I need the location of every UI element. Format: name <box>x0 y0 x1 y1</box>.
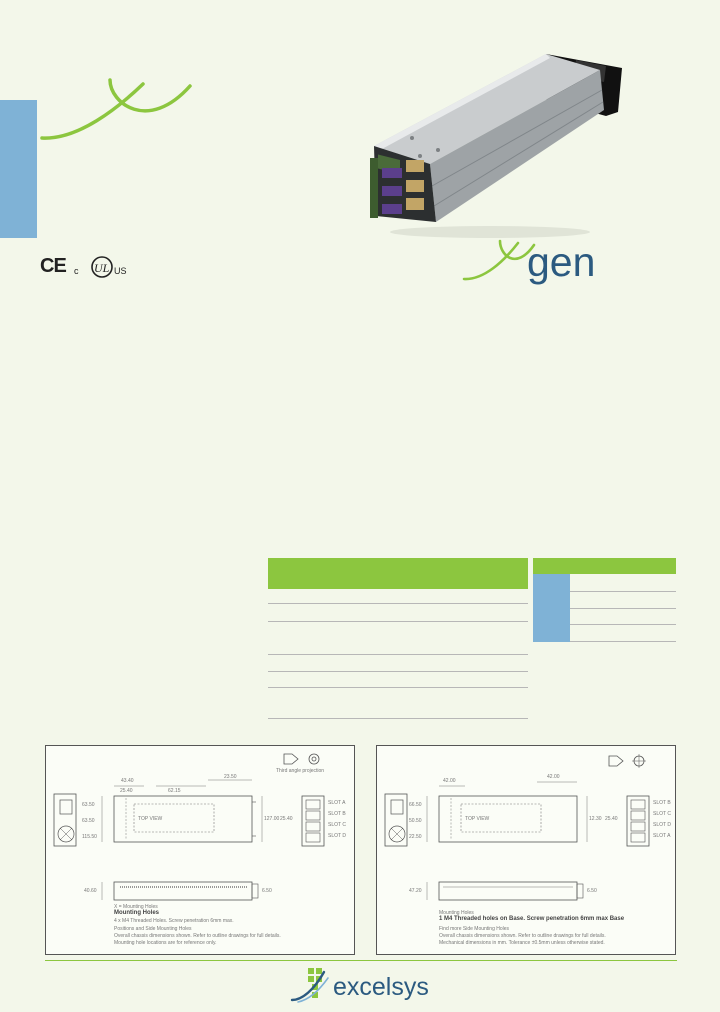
xgen-wordmark: gen <box>527 239 596 285</box>
projection-caption: Third angle projection <box>276 768 325 774</box>
drawing-note: Overall chassis dimensions shown. Refer … <box>439 933 606 939</box>
dimension-label: 62.15 <box>168 788 181 794</box>
drawing-note: X = Mounting Holes <box>114 904 158 910</box>
drawing-note: 4 x M4 Threaded Holes. Screw penetration… <box>114 918 234 924</box>
top-view-label: TOP VIEW <box>465 816 490 822</box>
table-row <box>268 672 528 688</box>
footer-divider <box>45 960 677 961</box>
excelsys-logo-mark <box>290 968 329 1003</box>
mechanical-drawing-left: Third angle projection TOP VIEW 43.40 62… <box>45 745 355 955</box>
dimension-label: 47.20 <box>409 888 422 894</box>
certification-marks: CE c UL US <box>40 255 140 281</box>
table-row <box>570 624 676 625</box>
mechanical-drawing-right: TOP VIEW 42.00 42.00 66.50 50.50 22.50 1… <box>376 745 676 955</box>
drawing-note-title: 1 M4 Threaded holes on Base. Screw penet… <box>439 916 625 922</box>
slot-label: SLOT A <box>328 800 346 806</box>
dimension-label: 50.50 <box>409 818 422 824</box>
x-swoosh-logo <box>40 78 192 140</box>
drawing-note: Mechanical dimensions in mm. Tolerance ±… <box>439 940 605 946</box>
drawing-note-title: Mounting Holes <box>114 910 159 916</box>
spec-table-right-header <box>533 558 676 574</box>
slot-label: SLOT B <box>653 800 671 806</box>
dimension-label: 22.50 <box>409 834 422 840</box>
table-row <box>268 622 528 655</box>
svg-text:UL: UL <box>94 261 110 275</box>
side-tab <box>0 100 37 238</box>
slot-label: SLOT C <box>328 822 346 828</box>
dimension-label: 25.40 <box>280 816 293 822</box>
ul-icon: UL <box>91 256 113 278</box>
drawing-note: Overall chassis dimensions shown. Refer … <box>114 933 281 939</box>
table-row <box>570 641 676 642</box>
dimension-label: 23.50 <box>224 774 237 780</box>
slot-label: SLOT C <box>653 811 671 817</box>
table-row <box>268 688 528 719</box>
xgen-logo-swoosh <box>462 239 536 281</box>
dimension-label: 63.50 <box>82 818 95 824</box>
dimension-label: 25.40 <box>120 788 133 794</box>
dimension-label: 63.50 <box>82 802 95 808</box>
drawing-note: Positions and Side Mounting Holes <box>114 926 192 932</box>
dimension-label: 25.40 <box>605 816 618 822</box>
table-row <box>268 604 528 622</box>
power-supply-product-image <box>370 54 622 238</box>
slot-label: SLOT D <box>328 833 346 839</box>
table-row <box>570 608 676 609</box>
ul-suffix: US <box>114 266 127 276</box>
spec-table-left <box>268 558 528 719</box>
drawing-left-lines <box>53 753 325 901</box>
drawing-right-lines <box>384 754 650 901</box>
drawing-note: Mounting Holes <box>439 910 474 916</box>
dimension-label: 42.00 <box>443 778 456 784</box>
dimension-label: 66.50 <box>409 802 422 808</box>
excelsys-wordmark: excelsys <box>333 973 429 1001</box>
dimension-label: 6.50 <box>262 888 272 894</box>
table-row <box>268 589 528 604</box>
slot-label: SLOT A <box>653 833 671 839</box>
dimension-label: 43.40 <box>121 778 134 784</box>
table-row <box>268 655 528 672</box>
dimension-label: 12.30 <box>589 816 602 822</box>
spec-table-right <box>533 558 676 642</box>
dimension-label: 115.50 <box>82 834 97 840</box>
slot-label: SLOT D <box>653 822 671 828</box>
drawing-note: Find more Side Mounting Holes <box>439 926 510 932</box>
dimension-label: 42.00 <box>547 774 560 780</box>
table-row <box>570 591 676 592</box>
ce-mark: CE <box>40 255 67 277</box>
ul-prefix: c <box>74 266 79 276</box>
dimension-label: 127.00 <box>264 816 280 822</box>
dimension-label: 6.50 <box>587 888 597 894</box>
drawing-note: Mounting hole locations are for referenc… <box>114 940 217 946</box>
spec-table-left-header <box>268 558 528 589</box>
spec-table-right-label-column <box>533 574 570 642</box>
top-view-label: TOP VIEW <box>138 816 163 822</box>
dimension-label: 40.60 <box>84 888 97 894</box>
slot-label: SLOT B <box>328 811 346 817</box>
